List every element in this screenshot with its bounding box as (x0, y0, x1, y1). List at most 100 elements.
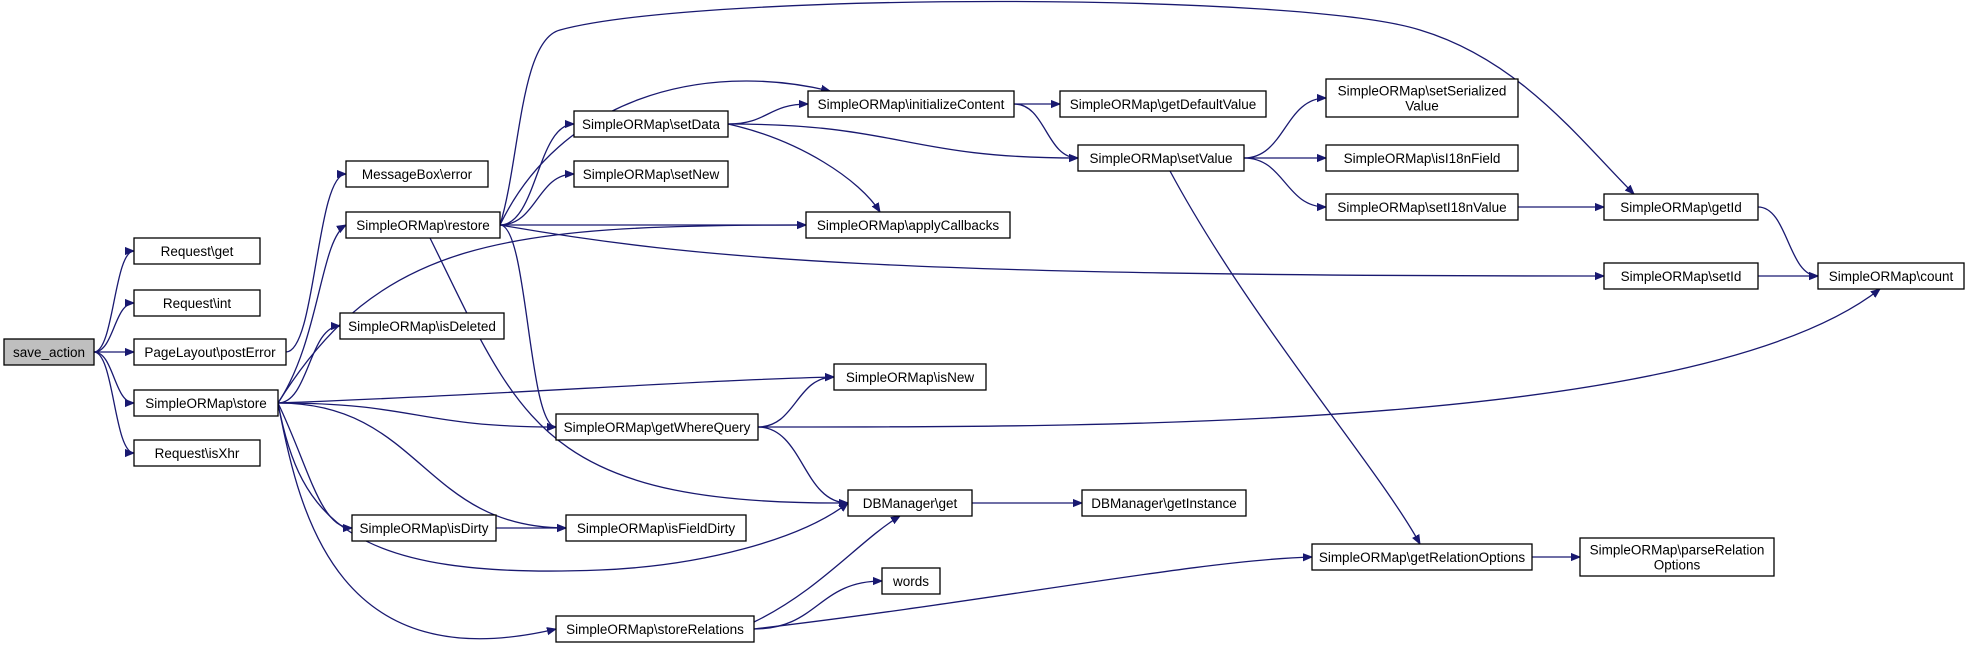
edge-getWhereQuery-to-isNew (757, 377, 834, 428)
node-setId[interactable]: SimpleORMap\setId (1603, 262, 1759, 290)
node-save_action[interactable]: save_action (3, 338, 95, 366)
node-box-isI18nField (1325, 144, 1519, 172)
node-label-getDefaultValue: SimpleORMap\getDefaultValue (1070, 97, 1257, 112)
node-box-dbGet (847, 489, 973, 517)
node-box-applyCallbacks (805, 211, 1011, 239)
node-box-req_get (133, 237, 261, 265)
node-box-restore (345, 211, 501, 239)
node-setI18nValue[interactable]: SimpleORMap\setI18nValue (1325, 193, 1519, 221)
node-setValue[interactable]: SimpleORMap\setValue (1077, 144, 1245, 172)
node-getWhereQuery[interactable]: SimpleORMap\getWhereQuery (555, 413, 759, 441)
node-applyCallbacks[interactable]: SimpleORMap\applyCallbacks (805, 211, 1011, 239)
node-label-setId: SimpleORMap\setId (1621, 269, 1742, 284)
node-label-setI18nValue: SimpleORMap\setI18nValue (1337, 200, 1506, 215)
node-storeRelations[interactable]: SimpleORMap\storeRelations (555, 615, 755, 643)
node-box-getDefaultValue (1059, 90, 1267, 118)
node-box-save_action (3, 338, 95, 366)
node-label-setValue: SimpleORMap\setValue (1089, 151, 1232, 166)
node-isDeleted[interactable]: SimpleORMap\isDeleted (339, 312, 505, 340)
edge-getId-to-count (1757, 206, 1819, 276)
node-setData[interactable]: SimpleORMap\setData (573, 110, 729, 138)
edge-restore-to-getId (499, 0, 1634, 226)
node-label-getInstance: DBManager\getInstance (1091, 496, 1237, 511)
node-label-restore: SimpleORMap\restore (356, 218, 490, 233)
node-box-getWhereQuery (555, 413, 759, 441)
edge-store-to-applyCallbacks (277, 225, 806, 404)
node-label-postError: PageLayout\postError (144, 345, 276, 360)
node-isXhr[interactable]: Request\isXhr (133, 439, 261, 467)
node-box-isXhr (133, 439, 261, 467)
edge-save_action-to-isXhr (93, 351, 135, 453)
node-box-isNew (833, 363, 987, 391)
edge-store-to-getWhereQuery (277, 402, 556, 427)
node-label-isNew: SimpleORMap\isNew (846, 370, 975, 385)
node-setNew[interactable]: SimpleORMap\setNew (573, 160, 729, 188)
edge-restore-to-setId (499, 224, 1604, 276)
edge-save_action-to-req_int (93, 303, 135, 353)
edge-setValue-to-setI18nValue (1243, 157, 1326, 207)
edge-store-to-isNew (277, 377, 834, 404)
node-isNew[interactable]: SimpleORMap\isNew (833, 363, 987, 391)
node-label-msgError: MessageBox\error (362, 167, 473, 182)
node-words[interactable]: words (881, 567, 941, 595)
node-box-getInstance (1081, 489, 1247, 517)
node-label-words: words (892, 574, 929, 589)
node-label-isDirty: SimpleORMap\isDirty (359, 521, 488, 536)
node-isI18nField[interactable]: SimpleORMap\isI18nField (1325, 144, 1519, 172)
node-label-isI18nField: SimpleORMap\isI18nField (1344, 151, 1501, 166)
node-req_int[interactable]: Request\int (133, 289, 261, 317)
node-box-setId (1603, 262, 1759, 290)
node-label-initializeContent: SimpleORMap\initializeContent (818, 97, 1005, 112)
node-label-parseRelation: Options (1654, 558, 1701, 573)
node-isFieldDirty[interactable]: SimpleORMap\isFieldDirty (565, 514, 747, 542)
node-label-parseRelation: SimpleORMap\parseRelation (1590, 543, 1765, 558)
node-getInstance[interactable]: DBManager\getInstance (1081, 489, 1247, 517)
node-label-applyCallbacks: SimpleORMap\applyCallbacks (817, 218, 1000, 233)
node-getRelationOptions[interactable]: SimpleORMap\getRelationOptions (1311, 543, 1533, 571)
node-box-store (133, 389, 279, 417)
node-box-isDeleted (339, 312, 505, 340)
node-req_get[interactable]: Request\get (133, 237, 261, 265)
edge-restore-to-setNew (499, 174, 574, 226)
node-postError[interactable]: PageLayout\postError (133, 338, 287, 366)
node-box-isFieldDirty (565, 514, 747, 542)
node-box-initializeContent (807, 90, 1015, 118)
node-label-getWhereQuery: SimpleORMap\getWhereQuery (564, 420, 751, 435)
node-store[interactable]: SimpleORMap\store (133, 389, 279, 417)
node-label-isFieldDirty: SimpleORMap\isFieldDirty (577, 521, 736, 536)
node-label-setSerialized: SimpleORMap\setSerialized (1338, 84, 1507, 99)
node-label-count: SimpleORMap\count (1829, 269, 1954, 284)
edge-save_action-to-store (93, 351, 135, 403)
node-isDirty[interactable]: SimpleORMap\isDirty (351, 514, 497, 542)
edge-restore-to-setData (499, 124, 575, 226)
node-getDefaultValue[interactable]: SimpleORMap\getDefaultValue (1059, 90, 1267, 118)
node-label-req_int: Request\int (163, 296, 232, 311)
node-box-storeRelations (555, 615, 755, 643)
node-box-getId (1603, 193, 1759, 221)
node-label-setData: SimpleORMap\setData (582, 117, 721, 132)
node-label-getId: SimpleORMap\getId (1620, 200, 1742, 215)
edge-store-to-isDirty (277, 402, 352, 528)
node-initializeContent[interactable]: SimpleORMap\initializeContent (807, 90, 1015, 118)
edge-setValue-to-setSerialized (1243, 98, 1326, 159)
edge-store-to-dbGet (277, 402, 848, 572)
node-box-req_int (133, 289, 261, 317)
edge-store-to-storeRelations (277, 402, 556, 640)
node-box-setNew (573, 160, 729, 188)
node-box-parseRelation (1579, 537, 1775, 577)
node-restore[interactable]: SimpleORMap\restore (345, 211, 501, 239)
node-dbGet[interactable]: DBManager\get (847, 489, 973, 517)
node-label-save_action: save_action (13, 345, 85, 360)
node-box-msgError (345, 160, 489, 188)
edge-setData-to-applyCallbacks (727, 123, 880, 212)
node-label-isXhr: Request\isXhr (155, 446, 240, 461)
edge-storeRelations-to-getRelationOptions (753, 557, 1312, 630)
edge-store-to-restore (277, 225, 346, 404)
node-box-postError (133, 338, 287, 366)
node-msgError[interactable]: MessageBox\error (345, 160, 489, 188)
node-getId[interactable]: SimpleORMap\getId (1603, 193, 1759, 221)
node-count[interactable]: SimpleORMap\count (1817, 262, 1965, 290)
